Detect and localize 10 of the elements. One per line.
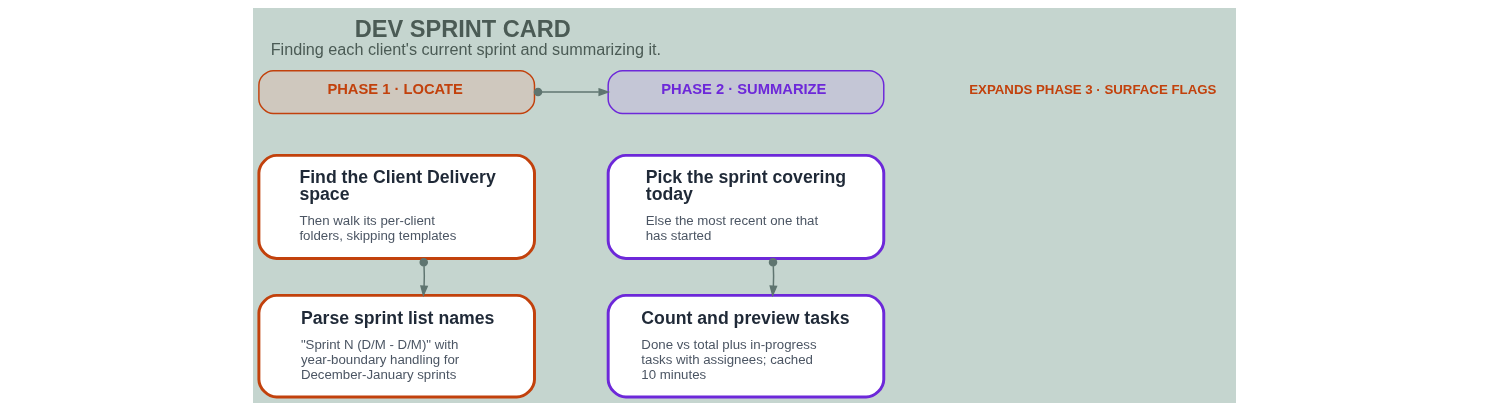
node-box: Parse sprint list names "Sprint N (D/M - D/M)" with year-boundary handling for December-January sprints	[256, 293, 536, 399]
label: EXPANDS PHASE 3 · SURFACE FLAGS	[968, 81, 1216, 97]
node-box: Pick the sprint covering today Else the most recent one that has started	[606, 153, 885, 261]
arrow	[418, 258, 428, 298]
arrow	[533, 87, 610, 97]
node-box: PHASE 2 · SUMMARIZE	[606, 69, 884, 115]
node-box: Find the Client Delivery space Then walk its per-client folders, skipping templates	[256, 153, 536, 261]
node-box: Count and preview tasks Done vs total plus in-progress tasks with assignees; cached 10 minutes	[606, 293, 885, 399]
node-box: PHASE 1 · LOCATE	[257, 69, 535, 115]
arrow	[768, 258, 778, 298]
